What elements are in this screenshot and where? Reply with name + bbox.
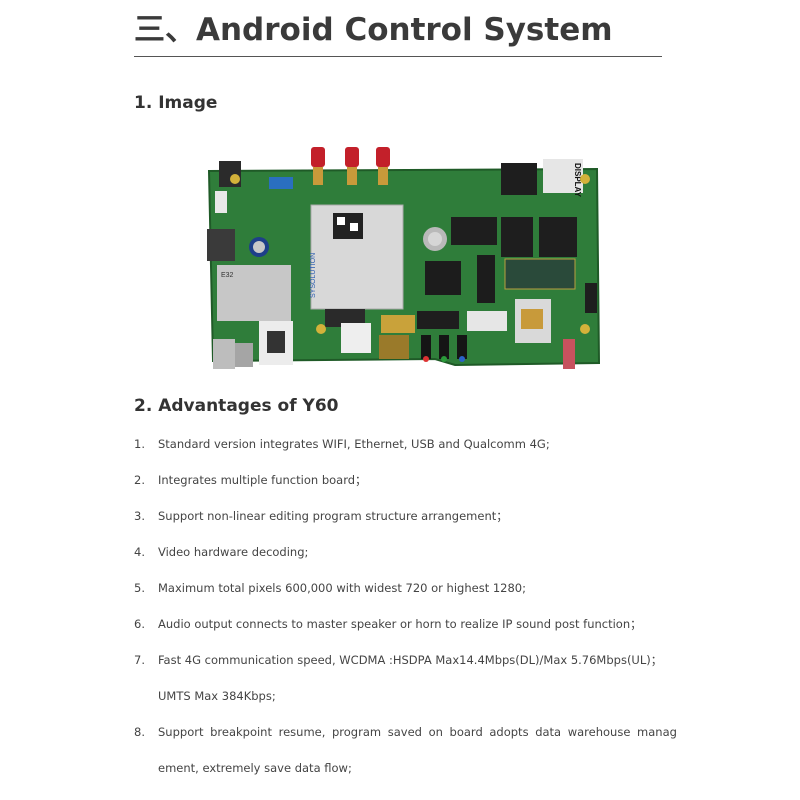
display-label: DISPLAY <box>573 163 582 198</box>
section-heading-image: 1. Image <box>134 93 218 113</box>
item-8-first-line: Support breakpoint resume, program saved… <box>158 725 677 739</box>
module-brand: SYSOLUTION <box>310 253 317 298</box>
title-divider <box>134 56 662 57</box>
android-control-board-image: E32 SYSOLUTION DISPLAY <box>207 147 601 369</box>
chip-label: E32 <box>221 272 234 279</box>
section-heading-advantages: 2. Advantages of Y60 <box>134 396 339 416</box>
page-title: 三、Android Control System <box>134 12 613 48</box>
